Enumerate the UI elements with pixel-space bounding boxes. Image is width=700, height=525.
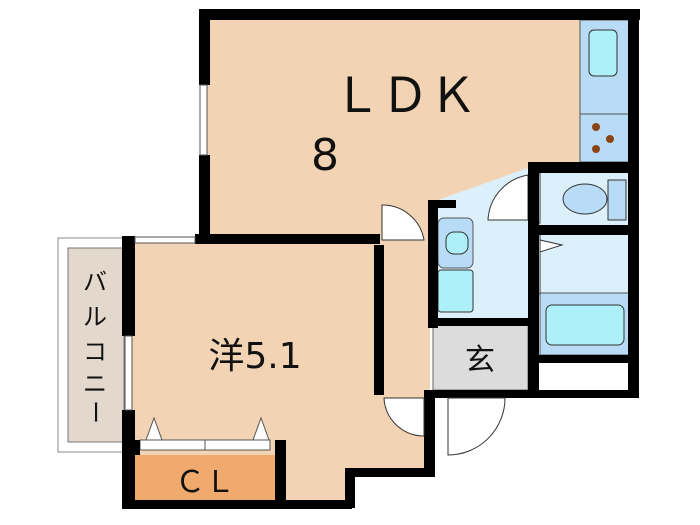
entrance-label: 玄	[465, 343, 495, 378]
closet	[132, 455, 282, 505]
entrance	[432, 324, 529, 391]
walls	[122, 9, 640, 509]
balcony-char: ニ	[83, 370, 107, 398]
washroom-door-swing-icon[interactable]	[487, 174, 529, 221]
western-door-swing-icon[interactable]	[383, 397, 425, 437]
corridor	[380, 240, 430, 400]
front-door-swing-icon[interactable]	[447, 397, 506, 456]
western-room-label: 洋5.1	[208, 336, 301, 377]
balcony-char: ル	[83, 303, 107, 331]
ldk-label: ＬＤＫ	[333, 68, 477, 124]
balcony-char: コ	[83, 338, 107, 366]
stove-burner-icon	[606, 135, 614, 143]
sink-icon	[588, 29, 618, 77]
stove-burner-icon	[592, 145, 600, 153]
ldk-window	[199, 84, 208, 156]
toilet-tank-icon	[607, 179, 627, 221]
western-window	[124, 335, 133, 411]
bathtub-icon	[545, 304, 625, 346]
washing-machine-icon	[437, 269, 474, 313]
balcony-char: ー	[81, 400, 109, 424]
closet-door-marker-icon	[145, 416, 163, 441]
balcony	[67, 247, 125, 443]
storage	[540, 362, 628, 390]
ldk-size: 8	[311, 130, 339, 181]
balcony-label: バ ル コ ニ ー	[81, 268, 109, 424]
balcony-char: バ	[83, 268, 107, 296]
western-top-window	[134, 236, 196, 244]
washbasin-bowl-icon	[445, 231, 469, 255]
western-room	[130, 240, 430, 505]
stove-burner-icon	[592, 123, 600, 131]
toilet-bowl-icon	[562, 183, 608, 215]
closet-label: ＣＬ	[175, 465, 235, 500]
ldk-door-swing-icon[interactable]	[381, 204, 425, 241]
closet-door-marker-icon	[252, 416, 270, 441]
